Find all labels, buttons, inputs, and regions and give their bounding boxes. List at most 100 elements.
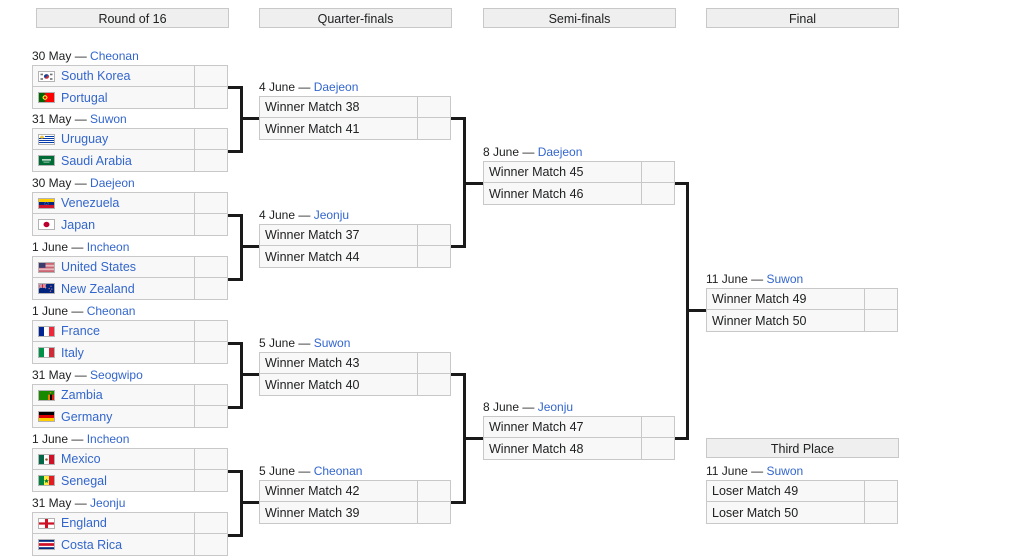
- match-row: Italy: [33, 342, 227, 363]
- team-name-link[interactable]: South Korea: [55, 69, 131, 83]
- match-venue-link[interactable]: Suwon: [766, 464, 803, 478]
- team-placeholder-label: Winner Match 49: [712, 292, 806, 306]
- match-venue-link[interactable]: Suwon: [314, 336, 351, 350]
- match-row: South Korea: [33, 66, 227, 87]
- team-cell: Winner Match 43: [260, 353, 418, 373]
- bracket-connector-c-qf2-stub: [451, 245, 466, 248]
- round-header-round-of-16: Round of 16: [36, 8, 229, 28]
- team-cell: Winner Match 42: [260, 481, 418, 501]
- match-row: Winner Match 44: [260, 246, 450, 267]
- match-venue-link[interactable]: Incheon: [87, 432, 130, 446]
- score-cell: [418, 118, 450, 139]
- team-name-link[interactable]: Italy: [55, 346, 84, 360]
- team-cell: Winner Match 46: [484, 183, 642, 204]
- match-venue-link[interactable]: Suwon: [766, 272, 803, 286]
- bracket-connector-c-qf3-in: [240, 373, 261, 376]
- match-venue-link[interactable]: Jeonju: [90, 496, 125, 510]
- match-date-text: 31 May: [32, 368, 71, 382]
- date-venue-separator: —: [68, 432, 87, 446]
- bracket-connector-c-qf4-stub: [451, 501, 466, 504]
- match-venue-link[interactable]: Jeonju: [538, 400, 573, 414]
- match-row: Winner Match 47: [484, 417, 674, 438]
- match-row: Loser Match 49: [707, 481, 897, 502]
- england-flag-icon: [38, 518, 55, 529]
- match-venue-link[interactable]: Cheonan: [90, 49, 139, 63]
- match-venue-link[interactable]: Incheon: [87, 240, 130, 254]
- team-cell: Senegal: [33, 470, 195, 491]
- bracket-connector-c-qf-1-2: [463, 117, 466, 245]
- team-cell: Loser Match 49: [707, 481, 865, 501]
- match-row: Costa Rica: [33, 534, 227, 555]
- score-cell: [418, 246, 450, 267]
- match-date-venue-third-m1: 11 June — Suwon: [706, 464, 803, 478]
- team-name-link[interactable]: Mexico: [55, 452, 101, 466]
- team-cell: Winner Match 45: [484, 162, 642, 182]
- match-venue-link[interactable]: Daejeon: [538, 145, 583, 159]
- team-name-link[interactable]: Germany: [55, 410, 112, 424]
- bracket-connector-c-qf4-in: [240, 501, 261, 504]
- team-placeholder-label: Loser Match 50: [712, 506, 798, 520]
- score-cell: [195, 470, 227, 491]
- match-row: Uruguay: [33, 129, 227, 150]
- team-name-link[interactable]: Costa Rica: [55, 538, 122, 552]
- team-cell: England: [33, 513, 195, 533]
- team-name-link[interactable]: New Zealand: [55, 282, 135, 296]
- match-venue-link[interactable]: Daejeon: [90, 176, 135, 190]
- match-venue-link[interactable]: Daejeon: [314, 80, 359, 94]
- match-venue-link[interactable]: Suwon: [90, 112, 127, 126]
- team-placeholder-label: Winner Match 44: [265, 250, 359, 264]
- score-cell: [418, 353, 450, 373]
- match-venue-link[interactable]: Seogwipo: [90, 368, 143, 382]
- date-venue-separator: —: [295, 464, 314, 478]
- team-name-link[interactable]: Venezuela: [55, 196, 119, 210]
- match-row: Winner Match 40: [260, 374, 450, 395]
- team-name-link[interactable]: Zambia: [55, 388, 103, 402]
- team-placeholder-label: Loser Match 49: [712, 484, 798, 498]
- score-cell: [865, 502, 897, 523]
- date-venue-separator: —: [68, 240, 87, 254]
- match-date-text: 11 June: [706, 272, 748, 286]
- match-date-venue-qf-m4: 5 June — Cheonan: [259, 464, 362, 478]
- match-date-text: 31 May: [32, 112, 71, 126]
- match-venue-link[interactable]: Jeonju: [314, 208, 349, 222]
- team-placeholder-label: Winner Match 39: [265, 506, 359, 520]
- bracket-connector-c-r16-1-stub: [228, 86, 243, 89]
- team-name-link[interactable]: Japan: [55, 218, 95, 232]
- match-row: New Zealand: [33, 278, 227, 299]
- match-date-venue-r16-m5: 1 June — Cheonan: [32, 304, 135, 318]
- match-venue-link[interactable]: Cheonan: [87, 304, 136, 318]
- team-name-link[interactable]: Senegal: [55, 474, 107, 488]
- score-cell: [195, 257, 227, 277]
- japan-flag-icon: [38, 219, 55, 230]
- match-row: Senegal: [33, 470, 227, 491]
- team-placeholder-label: Winner Match 42: [265, 484, 359, 498]
- team-placeholder-label: Winner Match 40: [265, 378, 359, 392]
- score-cell: [195, 321, 227, 341]
- zambia-flag-icon: [38, 390, 55, 401]
- date-venue-separator: —: [71, 368, 90, 382]
- match-row: Japan: [33, 214, 227, 235]
- team-name-link[interactable]: Portugal: [55, 91, 108, 105]
- south-korea-flag-icon: [38, 71, 55, 82]
- match-row: Winner Match 49: [707, 289, 897, 310]
- team-cell: Winner Match 49: [707, 289, 865, 309]
- match-date-text: 1 June: [32, 432, 68, 446]
- match-date-text: 8 June: [483, 145, 519, 159]
- match-row: Winner Match 41: [260, 118, 450, 139]
- match-venue-link[interactable]: Cheonan: [314, 464, 363, 478]
- score-cell: [418, 225, 450, 245]
- costa-rica-flag-icon: [38, 539, 55, 550]
- team-name-link[interactable]: Uruguay: [55, 132, 108, 146]
- match-date-venue-r16-m7: 1 June — Incheon: [32, 432, 129, 446]
- team-name-link[interactable]: Saudi Arabia: [55, 154, 132, 168]
- team-name-link[interactable]: United States: [55, 260, 136, 274]
- score-cell: [642, 417, 674, 437]
- match-row: Venezuela: [33, 193, 227, 214]
- team-name-link[interactable]: France: [55, 324, 100, 338]
- team-name-link[interactable]: England: [55, 516, 107, 530]
- bracket-connector-c-sf1-in: [463, 182, 485, 185]
- team-cell: Winner Match 39: [260, 502, 418, 523]
- match-box-third-m1: Loser Match 49 Loser Match 50: [706, 480, 898, 524]
- match-row: Winner Match 43: [260, 353, 450, 374]
